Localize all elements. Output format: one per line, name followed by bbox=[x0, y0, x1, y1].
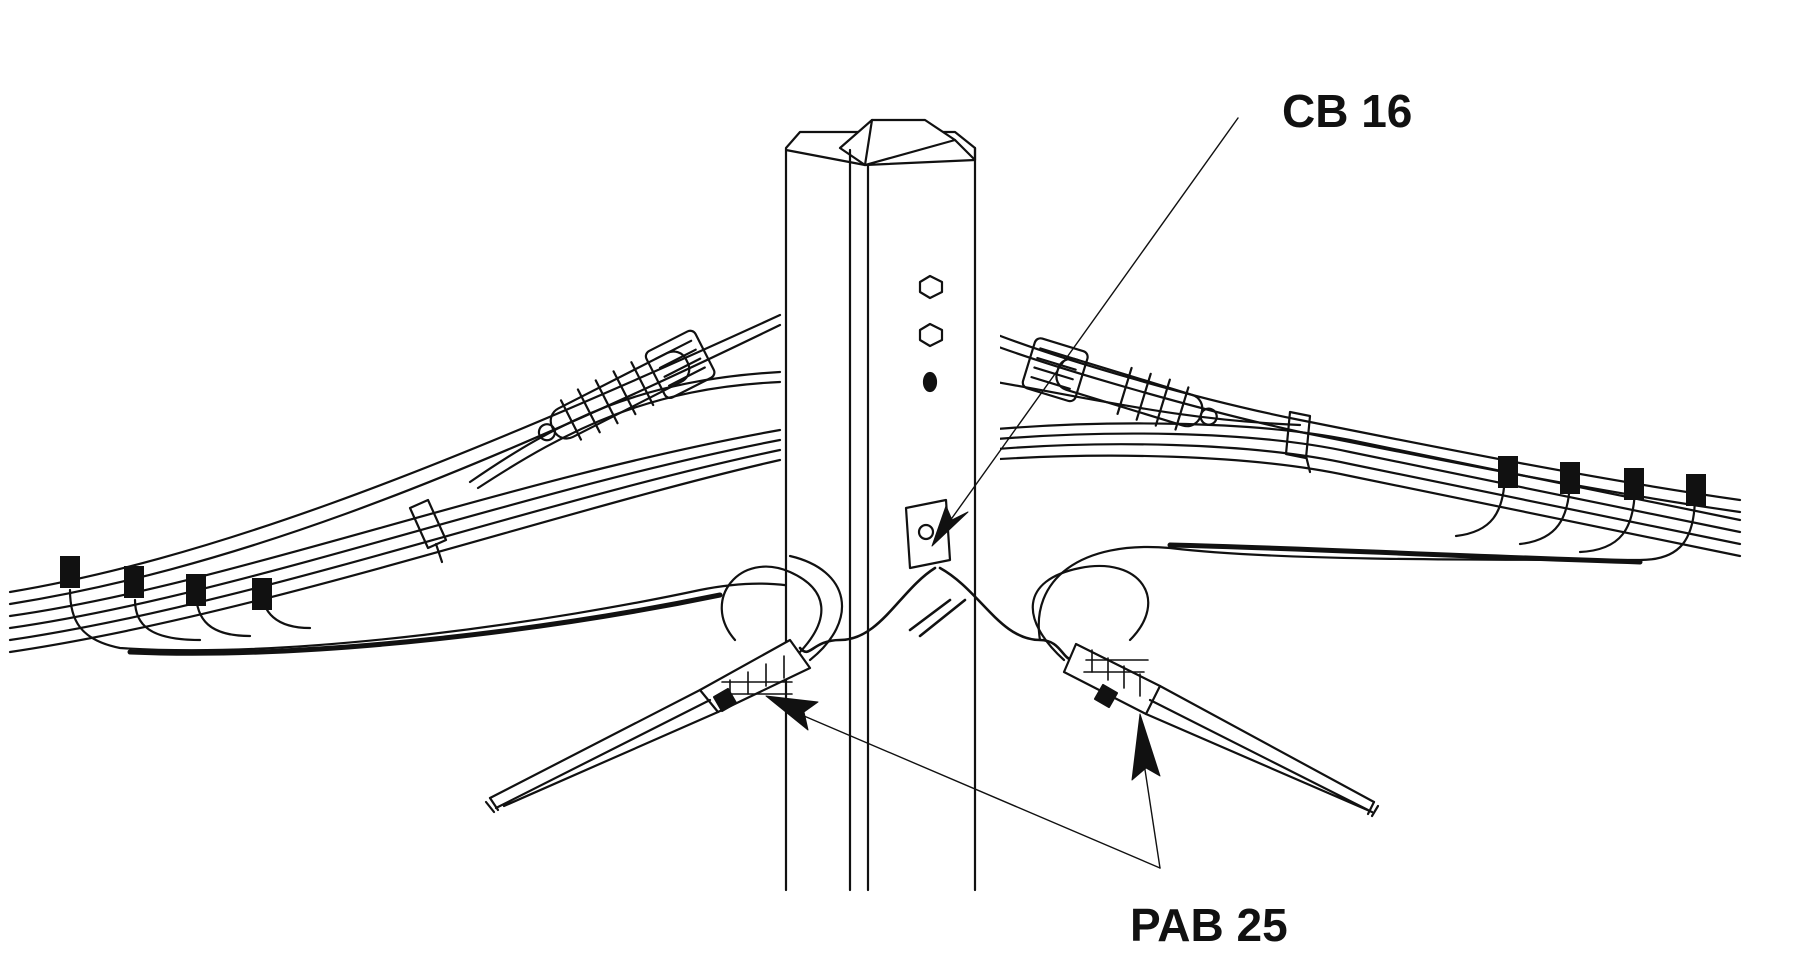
right-connector-1 bbox=[1498, 456, 1518, 488]
pab25-leader bbox=[789, 709, 1161, 869]
left-tension-clamp bbox=[537, 329, 716, 442]
left-connector-4 bbox=[252, 578, 272, 610]
left-connector-2 bbox=[124, 566, 144, 598]
pab25-label: PAB 25 bbox=[1130, 899, 1288, 951]
left-connector-3 bbox=[186, 574, 206, 606]
pole bbox=[784, 118, 1000, 892]
bundle-strap-right bbox=[1284, 410, 1312, 474]
cb16-arrowhead bbox=[931, 505, 969, 547]
right-pab-clamp bbox=[1031, 565, 1380, 818]
left-connector-1 bbox=[60, 556, 80, 588]
cb16-label: CB 16 bbox=[1282, 85, 1413, 137]
right-connector-3 bbox=[1624, 468, 1644, 500]
right-connector-4 bbox=[1686, 474, 1706, 506]
right-tension-clamp bbox=[1021, 337, 1218, 431]
cb16-leader bbox=[941, 117, 1239, 533]
left-pab-wedge bbox=[712, 687, 738, 713]
pab25-arrowhead-right bbox=[1131, 713, 1161, 781]
left-cable-bundle bbox=[8, 313, 782, 654]
pab-pigtails bbox=[798, 566, 1074, 662]
pab25-arrowhead-left bbox=[765, 695, 819, 731]
right-drop-connectors bbox=[1037, 468, 1697, 642]
right-cable-bundle bbox=[983, 328, 1742, 558]
bundle-strap-left bbox=[408, 498, 448, 564]
right-connector-2 bbox=[1560, 462, 1580, 494]
right-pab-wedge bbox=[1093, 683, 1119, 709]
